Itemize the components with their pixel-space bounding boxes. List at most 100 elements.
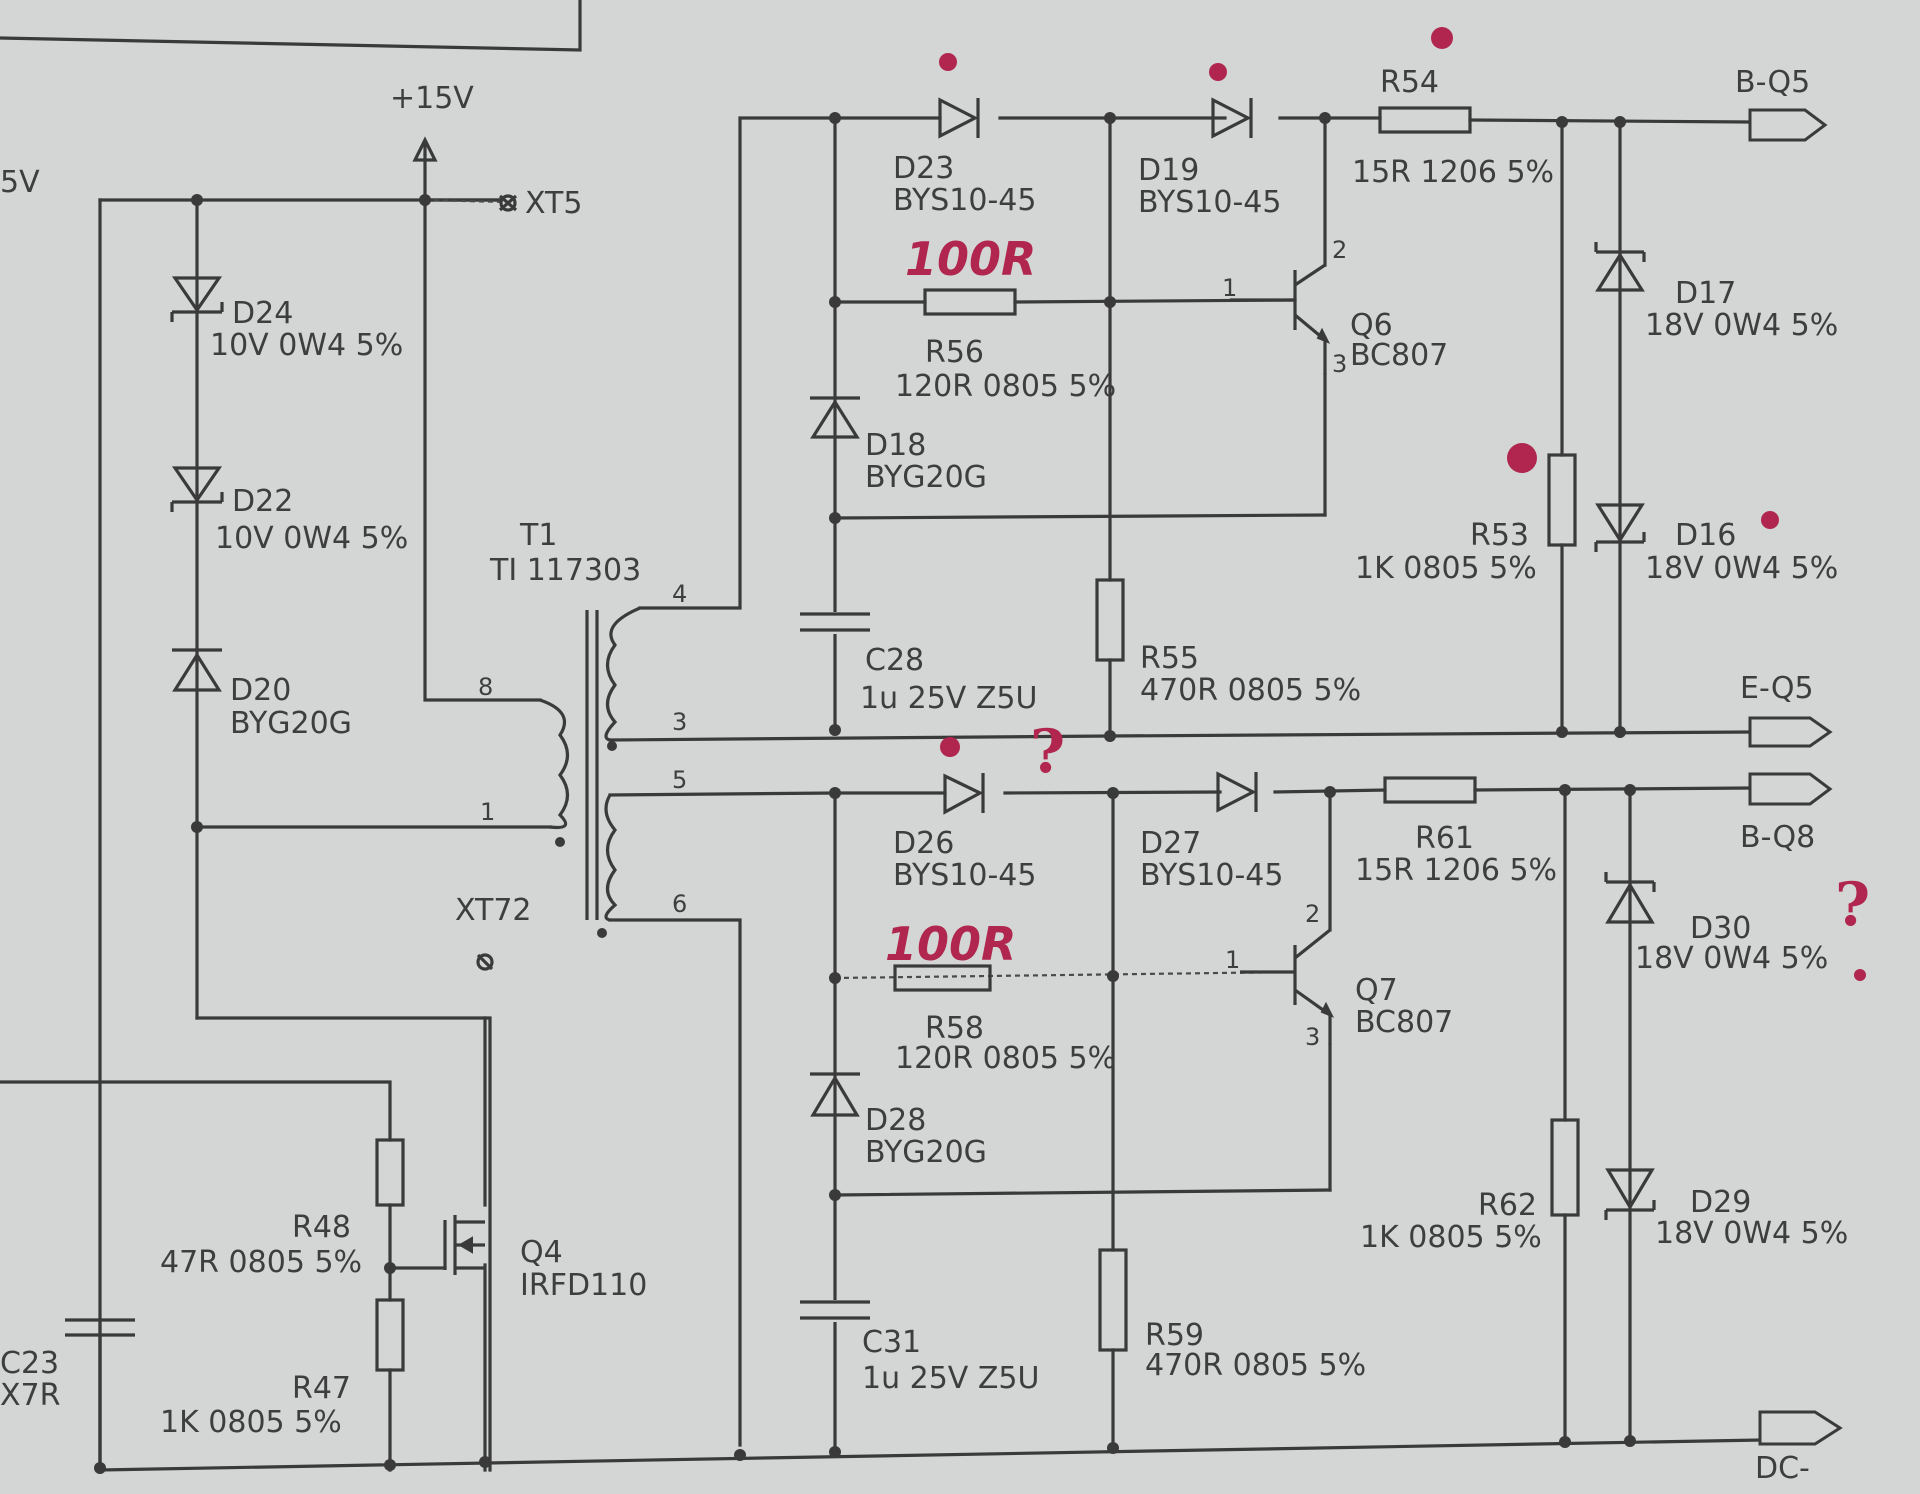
q4-ref: Q4	[520, 1235, 563, 1270]
d23-value: BYS10-45	[893, 183, 1036, 218]
q4-value: IRFD110	[520, 1268, 647, 1303]
d20-diode	[172, 648, 222, 692]
d30-value: 18V 0W4 5%	[1635, 941, 1828, 976]
q7-pin-emitter: 2	[1305, 900, 1320, 928]
c23-capacitor	[65, 1318, 135, 1472]
r58-handwritten-note: 100R	[885, 917, 1016, 971]
t1-pin-6: 6	[672, 890, 687, 918]
connector-e-q5: E-Q5	[1740, 671, 1833, 748]
power-rail-symbol: +15V	[390, 81, 474, 162]
r59-ref: R59	[1145, 1318, 1204, 1353]
c31-ref: C31	[862, 1325, 921, 1360]
r61-resistor	[1383, 776, 1477, 804]
xt72-test-point: XT72	[455, 893, 532, 971]
q7-pin-collector: 3	[1305, 1023, 1320, 1051]
connector-b-q5: B-Q5	[1735, 65, 1828, 142]
d17-ref: D17	[1675, 276, 1736, 311]
d16-ref: D16	[1675, 518, 1736, 553]
question-mark-center: ?	[1030, 717, 1065, 787]
xt5-test-point: XT5	[498, 186, 582, 221]
d30-zener	[1604, 872, 1656, 924]
d18-value: BYG20G	[865, 460, 987, 495]
r62-ref: R62	[1478, 1188, 1537, 1223]
d26-ref: D26	[893, 826, 954, 861]
d22-ref: D22	[232, 484, 293, 519]
question-mark-right: ?	[1835, 870, 1870, 940]
r54-value: 15R 1206 5%	[1352, 155, 1554, 190]
c23-value: X7R	[0, 1378, 60, 1413]
b-q8-label: B-Q8	[1740, 820, 1815, 855]
e-q5-label: E-Q5	[1740, 671, 1814, 706]
r56-handwritten-note: 100R	[905, 232, 1036, 286]
wires	[0, 0, 1762, 1472]
d29-ref: D29	[1690, 1185, 1751, 1220]
r55-ref: R55	[1140, 641, 1199, 676]
q7-transistor	[1240, 928, 1335, 1045]
r59-resistor	[1098, 1248, 1128, 1352]
q6-ref: Q6	[1350, 308, 1393, 343]
d29-value: 18V 0W4 5%	[1655, 1216, 1848, 1251]
r58-ref: R58	[925, 1011, 984, 1046]
c28-capacitor	[800, 612, 870, 634]
r59-value: 470R 0805 5%	[1145, 1348, 1366, 1383]
d29-zener	[1604, 1168, 1656, 1220]
d19-ref: D19	[1138, 153, 1199, 188]
r48-value: 47R 0805 5%	[160, 1245, 362, 1280]
d26-value: BYS10-45	[893, 858, 1036, 893]
c31-capacitor	[800, 1300, 870, 1322]
r47-value: 1K 0805 5%	[160, 1405, 342, 1440]
c31-value: 1u 25V Z5U	[862, 1361, 1039, 1396]
r61-ref: R61	[1415, 821, 1474, 856]
t1-part: TI 117303	[489, 553, 641, 588]
q6-pin-collector: 3	[1332, 350, 1347, 378]
r47-ref: R47	[292, 1371, 351, 1406]
r48-resistor	[375, 1138, 405, 1207]
q6-transistor	[1230, 263, 1331, 375]
d16-zener	[1594, 503, 1646, 552]
connector-b-q8: B-Q8	[1740, 772, 1833, 855]
d20-value: BYG20G	[230, 706, 352, 741]
c23-ref: C23	[0, 1346, 59, 1381]
r53-ref: R53	[1470, 518, 1529, 553]
r56-ref: R56	[925, 335, 984, 370]
d23-diode	[938, 97, 980, 139]
q6-pin-base: 1	[1222, 274, 1237, 302]
t1-pin-3: 3	[672, 708, 687, 736]
r55-value: 470R 0805 5%	[1140, 673, 1361, 708]
r53-resistor	[1547, 453, 1577, 547]
r58-resistor	[893, 964, 992, 992]
d22-value: 10V 0W4 5%	[215, 521, 408, 556]
d20-ref: D20	[230, 673, 291, 708]
r54-resistor	[1378, 106, 1472, 134]
d17-zener	[1594, 242, 1646, 292]
r62-resistor	[1550, 1118, 1580, 1217]
t1-pin-5: 5	[672, 766, 687, 794]
d26-diode	[943, 773, 985, 815]
r54-ref: R54	[1380, 65, 1439, 100]
t1-pin-1: 1	[480, 798, 495, 826]
d17-value: 18V 0W4 5%	[1645, 308, 1838, 343]
d28-diode	[810, 1072, 860, 1117]
q7-value: BC807	[1355, 1005, 1453, 1040]
partial-rail-label: 5V	[0, 165, 40, 200]
r58-value: 120R 0805 5%	[895, 1041, 1116, 1076]
r62-value: 1K 0805 5%	[1360, 1220, 1542, 1255]
d30-ref: D30	[1690, 911, 1751, 946]
t1-pin-8: 8	[478, 673, 493, 701]
r48-ref: R48	[292, 1210, 351, 1245]
handwritten-marks: ? ?	[939, 27, 1870, 981]
d18-diode	[810, 396, 860, 439]
d27-diode	[1216, 771, 1258, 813]
c28-value: 1u 25V Z5U	[860, 681, 1037, 716]
connector-dc-minus: DC-	[1755, 1410, 1843, 1486]
q7-ref: Q7	[1355, 973, 1398, 1008]
q7-pin-base: 1	[1225, 946, 1240, 974]
r47-resistor	[375, 1298, 405, 1372]
d27-ref: D27	[1140, 826, 1201, 861]
d27-value: BYS10-45	[1140, 858, 1283, 893]
d24-ref: D24	[232, 296, 293, 331]
d28-value: BYG20G	[865, 1135, 987, 1170]
d19-value: BYS10-45	[1138, 185, 1281, 220]
q6-value: BC807	[1350, 338, 1448, 373]
